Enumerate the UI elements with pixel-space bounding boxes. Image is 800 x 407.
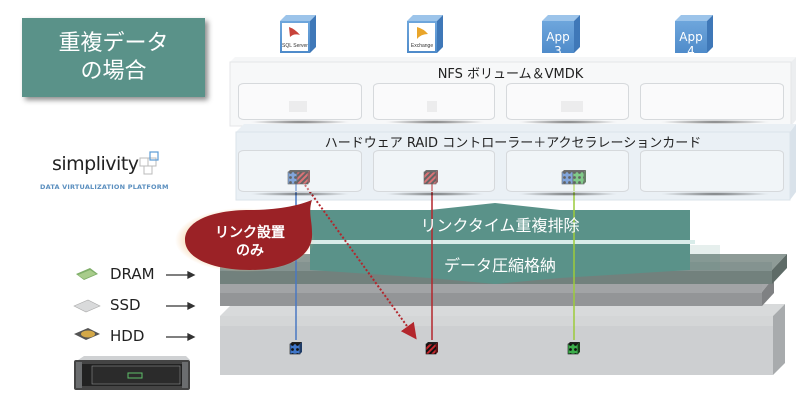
app3-label: App 3 [546, 30, 570, 58]
ssd-label: SSD [110, 296, 141, 314]
raid-disk-shadow [250, 192, 350, 196]
ssd-slab [220, 277, 774, 306]
hdd-block-red [425, 342, 438, 355]
legend-arrows [166, 270, 196, 342]
callout-text: リンク設置 のみ [195, 224, 305, 260]
nfs-disk-shadow [518, 120, 618, 124]
raid-layer-title: ハードウェア RAID コントローラー＋アクセラレーションカード [324, 136, 702, 151]
hdd-slab [220, 304, 785, 375]
nfs-layer-title: NFS ボリューム＆VMDK [437, 67, 584, 82]
raid-disk-shadow [660, 192, 770, 196]
nfs-disk-1 [238, 83, 362, 120]
nfs-disk-shadow [385, 120, 485, 124]
hdd-label: HDD [110, 327, 145, 345]
dram-label: DRAM [110, 265, 155, 283]
raid-disk-shadow [385, 192, 485, 196]
title-line-1: 重複データ [58, 30, 169, 56]
callout-line-2: のみ [236, 243, 264, 259]
nfs-disk-3 [506, 83, 629, 120]
nfs-disk-shadow [660, 120, 770, 124]
nfs-disk-2 [373, 83, 495, 120]
nfs-disk-4 [640, 83, 784, 120]
title-box: 重複データ の場合 [22, 18, 205, 97]
server-icon [74, 356, 190, 390]
app4-label: App 4 [679, 30, 703, 58]
svg-text:Exchange: Exchange [411, 43, 433, 49]
hdd-block-blue [289, 342, 302, 355]
simplivity-logo-cubes [139, 151, 159, 175]
raid-disk-2 [373, 150, 495, 192]
nfs-disk-shadow [250, 120, 350, 124]
app-cube-sql-server: SQL Server [280, 15, 316, 53]
raid-disk-1 [238, 150, 362, 192]
title-line-2: の場合 [80, 58, 147, 84]
simplivity-logo: simplivity [52, 153, 139, 175]
dedupe-band-label: リンクタイム重複排除 [420, 216, 580, 235]
simplivity-subtitle: DATA VIRTUALIZATION PLATFORM [40, 183, 169, 191]
ssd-icon [73, 299, 101, 313]
hdd-icon [74, 328, 100, 340]
compress-band-label: データ圧縮格納 [443, 256, 556, 275]
hdd-block-green [567, 342, 580, 355]
app-cube-exchange: Exchange [407, 15, 443, 53]
band-divider [310, 240, 695, 244]
raid-disk-3 [506, 150, 629, 192]
raid-disk-4 [640, 150, 784, 192]
callout-line-1: リンク設置 [215, 225, 285, 241]
dram-icon [76, 268, 98, 280]
raid-disk-shadow [518, 192, 618, 196]
svg-text:SQL Server: SQL Server [282, 43, 308, 49]
